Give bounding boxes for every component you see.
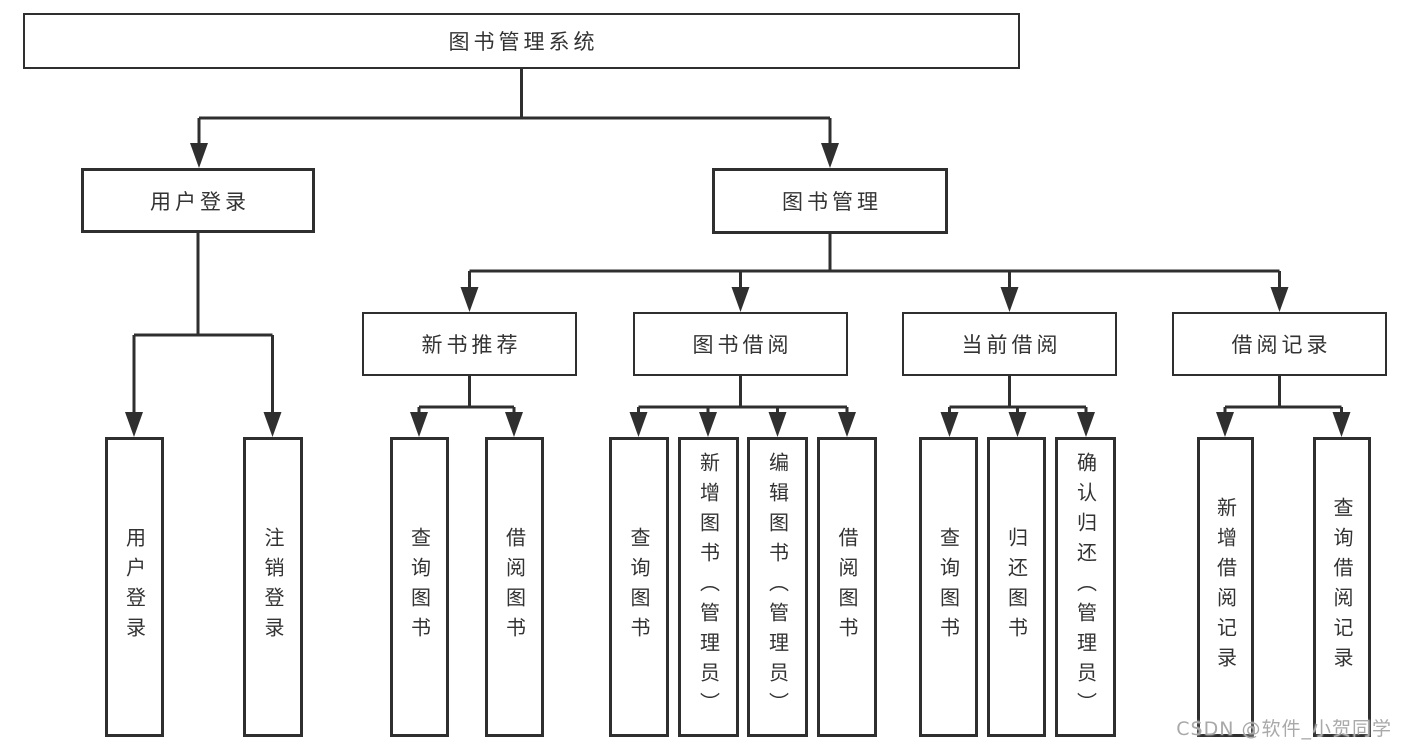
node-label: 注销登录 [261,527,285,647]
node-label: 图书管理 [782,190,882,214]
node-book-borrow: 图书借阅 [633,312,848,376]
node-label: 归还图书 [1004,527,1029,647]
node-user-login: 用户登录 [81,168,315,233]
node-label: 借阅图书 [502,527,527,647]
node-label: 图书借阅 [692,333,793,357]
node-label: 新增借阅记录 [1213,497,1238,677]
leaf-query-books-borrow: 查询图书 [609,437,669,737]
leaf-return-book: 归还图书 [987,437,1046,737]
node-borrow-records: 借阅记录 [1172,312,1387,376]
node-label: 新增图书（管理员） [696,452,721,722]
leaf-confirm-return-admin: 确认归还（管理员） [1055,437,1116,737]
arrowheads [125,143,1351,437]
node-new-book-recommend: 新书推荐 [362,312,577,376]
node-label: 图书管理系统 [448,30,599,54]
node-label: 查询图书 [936,527,961,647]
node-label: 借阅图书 [835,527,859,647]
node-label: 查询图书 [407,527,432,647]
leaf-borrow-books: 借阅图书 [817,437,877,737]
node-label: 用户登录 [150,189,250,214]
leaf-logout: 注销登录 [243,437,303,737]
leaf-query-books-current: 查询图书 [919,437,978,737]
watermark: CSDN @软件_小贺同学 [1176,718,1392,740]
node-label: 确认归还（管理员） [1073,452,1098,722]
node-label: 查询借阅记录 [1330,497,1354,677]
node-label: 用户登录 [122,527,147,647]
node-label: 编辑图书（管理员） [765,452,790,722]
node-label: 借阅记录 [1231,333,1332,357]
node-label: 查询图书 [627,527,651,647]
node-label: 当前借阅 [961,333,1062,357]
node-label: 新书推荐 [421,333,522,357]
node-current-borrow: 当前借阅 [902,312,1117,376]
leaf-edit-book-admin: 编辑图书（管理员） [747,437,808,737]
node-library-system: 图书管理系统 [23,13,1020,69]
leaf-add-borrow-record: 新增借阅记录 [1197,437,1254,737]
leaf-add-book-admin: 新增图书（管理员） [678,437,739,737]
leaf-query-borrow-record: 查询借阅记录 [1313,437,1371,737]
leaf-query-books-recommend: 查询图书 [390,437,449,737]
leaf-user-login: 用户登录 [105,437,164,737]
node-book-management: 图书管理 [712,168,948,234]
leaf-borrow-books-recommend: 借阅图书 [485,437,544,737]
